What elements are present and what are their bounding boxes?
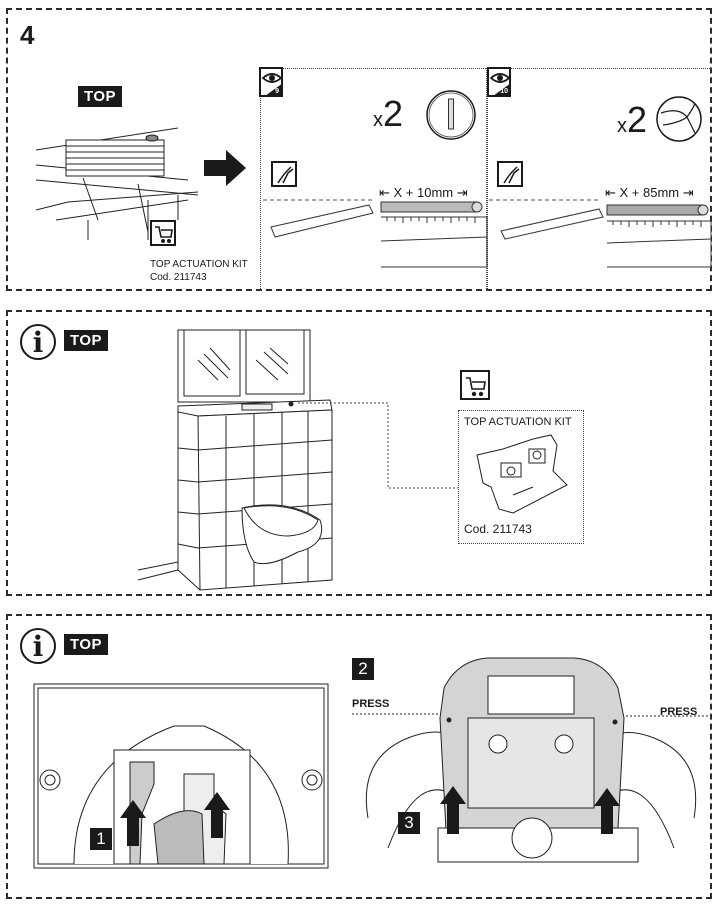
step-badge-1: 1 <box>90 828 112 850</box>
cutting-pliers-icon <box>497 161 523 187</box>
cutting-pliers-icon <box>271 161 297 187</box>
info-top-panel: i TOP <box>6 310 712 596</box>
step-badge-2: 2 <box>352 658 374 680</box>
measure-value: X + 85mm <box>619 185 680 200</box>
measure-label: ⇤ X + 10mm ⇥ <box>379 185 468 200</box>
kit-code: Cod. 211743 <box>150 272 207 283</box>
quantity: x2 <box>617 99 647 141</box>
press-label-right: PRESS <box>660 706 698 718</box>
measure-label: ⇤ X + 85mm ⇥ <box>605 185 694 200</box>
step-number: 4 <box>20 20 35 50</box>
rod-cut-illustration <box>270 201 488 268</box>
kit-box: TOP ACTUATION KIT Cod. 211743 <box>458 410 584 544</box>
round-push-button-icon <box>426 90 476 140</box>
quantity-value: 2 <box>627 99 648 140</box>
shopping-cart-icon <box>460 370 490 400</box>
step-badge-3: 3 <box>398 812 420 834</box>
quantity-prefix: x <box>373 109 383 131</box>
quantity-prefix: x <box>617 115 627 137</box>
eye-icon: 9 <box>259 67 283 97</box>
kit-code: Cod. 211743 <box>464 522 532 536</box>
top-badge: TOP <box>78 86 123 107</box>
up-arrow-icon <box>120 800 146 846</box>
top-badge: TOP <box>64 330 109 351</box>
eye-icon: 10 <box>487 67 511 97</box>
variant-panel-9: 9 x2 ⇤ X + 10mm ⇥ <box>259 67 488 291</box>
up-arrow-icon <box>204 792 230 838</box>
actuation-kit-illustration <box>476 434 568 514</box>
variant-panel-10: 10 x2 ⇤ X + 85mm ⇥ <box>486 67 712 291</box>
actuator-removal-illustration <box>352 657 712 863</box>
cut-line <box>489 199 601 201</box>
view-number: 10 <box>500 88 508 95</box>
kit-name: TOP ACTUATION KIT <box>150 259 248 270</box>
shopping-cart-icon <box>150 220 176 246</box>
right-arrow-icon <box>204 150 246 186</box>
measure-value: X + 10mm <box>393 185 454 200</box>
view-number: 9 <box>275 88 279 95</box>
up-arrow-icon <box>594 788 620 834</box>
flush-plate-frame-illustration <box>33 683 329 869</box>
up-arrow-icon <box>440 786 466 834</box>
cut-line <box>263 199 375 201</box>
ball-push-button-icon <box>656 96 702 142</box>
step-4-panel: 4 TOP <box>6 8 712 291</box>
kit-name: TOP ACTUATION KIT <box>464 416 572 428</box>
info-icon: i <box>20 324 56 360</box>
cistern-top-illustration <box>35 127 199 240</box>
bathroom-wall-illustration <box>137 329 333 591</box>
press-label-left: PRESS <box>352 698 390 710</box>
top-badge: TOP <box>64 634 109 655</box>
connector-line <box>298 402 458 489</box>
rod-cut-illustration <box>500 204 712 268</box>
removal-panel: i TOP 1 2 PRESS PRESS <box>6 614 712 899</box>
info-icon: i <box>20 628 56 664</box>
quantity: x2 <box>373 93 403 135</box>
quantity-value: 2 <box>383 93 404 134</box>
